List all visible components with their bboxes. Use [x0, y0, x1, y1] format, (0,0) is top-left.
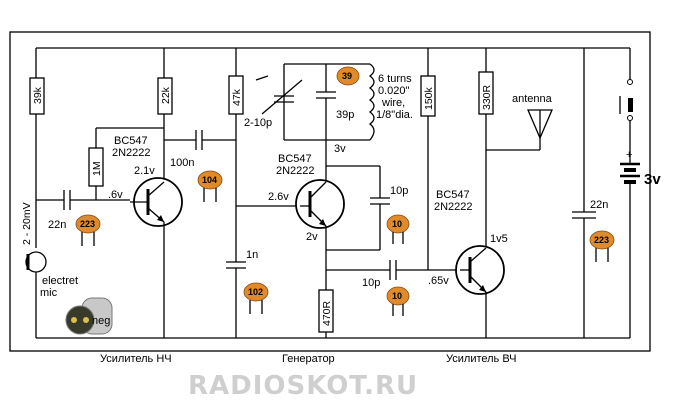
svg-text:2.1v: 2.1v [134, 165, 155, 177]
coil [368, 63, 375, 141]
svg-text:3v: 3v [334, 143, 346, 155]
svg-text:1M: 1M [91, 161, 103, 176]
svg-text:+: + [626, 149, 632, 161]
svg-text:1/8"dia.: 1/8"dia. [376, 109, 413, 121]
cap-223-a: 223 [75, 214, 101, 246]
svg-text:10p: 10p [390, 185, 408, 197]
svg-text:BC547: BC547 [278, 153, 312, 165]
watermark: RADIOSKOT.RU [188, 371, 418, 401]
cap-10-b: 10 [386, 286, 410, 316]
svg-text:2-10p: 2-10p [244, 117, 272, 129]
svg-text:10p: 10p [362, 277, 380, 289]
electret-mic-picture [65, 297, 113, 335]
svg-text:2v: 2v [306, 231, 318, 243]
resistor-39k [29, 77, 45, 115]
cap-102: 102 [243, 282, 269, 314]
svg-text:22k: 22k [160, 86, 172, 104]
svg-text:.65v: .65v [428, 275, 449, 287]
cap-39: 39 [336, 66, 360, 86]
neg-label: neg [92, 315, 110, 327]
cap-104: 104 [197, 170, 223, 202]
svg-text:BC547: BC547 [114, 135, 148, 147]
svg-text:1n: 1n [246, 249, 258, 261]
svg-text:22n: 22n [590, 199, 608, 211]
svg-text:2.6v: 2.6v [268, 191, 289, 203]
svg-text:2N2222: 2N2222 [434, 201, 473, 213]
transistor-2 [295, 179, 345, 229]
svg-text:104: 104 [202, 175, 217, 185]
svg-text:150k: 150k [423, 86, 435, 110]
svg-text:39p: 39p [336, 109, 354, 121]
svg-text:0.020": 0.020" [378, 85, 410, 97]
svg-text:.6v: .6v [108, 189, 123, 201]
cap-223-b: 223 [589, 230, 615, 262]
cap-10-a: 10 [386, 214, 410, 244]
svg-text:39: 39 [342, 71, 352, 81]
svg-text:wire,: wire, [381, 97, 405, 109]
svg-text:antenna: antenna [512, 93, 553, 105]
section-rf: Усилитель ВЧ [446, 353, 517, 365]
svg-text:10: 10 [392, 219, 402, 229]
svg-text:47k: 47k [231, 88, 243, 106]
svg-text:100n: 100n [170, 157, 194, 169]
mic-label-2: mic [40, 287, 58, 299]
svg-text:223: 223 [594, 235, 609, 245]
svg-text:470R: 470R [321, 300, 333, 326]
svg-text:BC547: BC547 [436, 189, 470, 201]
svg-text:223: 223 [80, 219, 95, 229]
svg-text:2N2222: 2N2222 [112, 147, 151, 159]
cap-22n-label: 22n [48, 219, 66, 231]
svg-text:1v5: 1v5 [490, 233, 508, 245]
outer-frame [9, 31, 651, 352]
transistor-3 [455, 245, 505, 295]
resistor-22k [157, 77, 173, 115]
section-af: Усилитель НЧ [100, 353, 172, 365]
mic-level-label: 2 - 20mV [21, 202, 33, 245]
antenna-symbol [527, 109, 553, 140]
svg-text:330R: 330R [481, 84, 493, 110]
svg-text:10: 10 [392, 291, 402, 301]
svg-text:102: 102 [248, 287, 263, 297]
section-osc: Генератор [282, 353, 335, 365]
svg-text:2N2222: 2N2222 [276, 165, 315, 177]
mic-label: electret [42, 275, 78, 287]
battery-label: 3v [644, 171, 661, 188]
transistor-1 [130, 177, 183, 227]
svg-text:6 turns: 6 turns [378, 73, 412, 85]
resistor-39k-label: 39k [32, 86, 44, 104]
